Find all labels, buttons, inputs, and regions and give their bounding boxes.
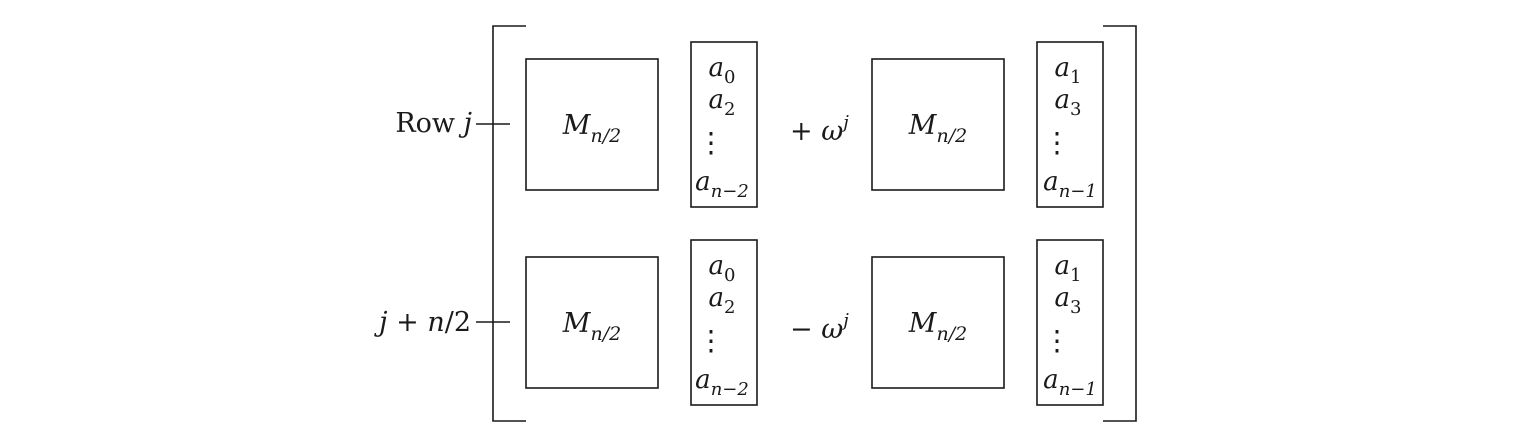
right-bracket bbox=[1103, 25, 1137, 422]
vector-entry: a2 bbox=[709, 85, 736, 120]
svg-text:Mn/2: Mn/2 bbox=[908, 308, 967, 345]
vector-vdots: ⋮ bbox=[1043, 126, 1071, 159]
vector-entry: an−2 bbox=[695, 365, 749, 400]
svg-text:Row j: Row j bbox=[395, 108, 472, 139]
matrix-block-top-right: Mn/2 bbox=[871, 58, 1005, 191]
vector-entry: an−1 bbox=[1043, 167, 1097, 202]
vector-odd-bottom: a1 a3 ⋮ an−1 bbox=[1036, 239, 1104, 406]
svg-text:Mn/2: Mn/2 bbox=[908, 110, 967, 147]
svg-text:− ωj: − ωj bbox=[790, 310, 849, 345]
svg-text:Mn/2: Mn/2 bbox=[562, 308, 621, 345]
vector-entry: a2 bbox=[709, 283, 736, 318]
vector-even-top: a0 a2 ⋮ an−2 bbox=[690, 41, 758, 208]
vector-vdots: ⋮ bbox=[697, 324, 725, 357]
vector-vdots: ⋮ bbox=[1043, 324, 1071, 357]
vector-even-bottom: a0 a2 ⋮ an−2 bbox=[690, 239, 758, 406]
svg-text:j + n/2: j + n/2 bbox=[374, 307, 471, 338]
row-label-bottom: j + n/2 bbox=[374, 307, 471, 338]
matrix-block-bottom-left: Mn/2 bbox=[525, 256, 659, 389]
vector-entry: a3 bbox=[1055, 283, 1082, 318]
vector-entry: a1 bbox=[1055, 251, 1082, 286]
left-bracket bbox=[492, 25, 526, 422]
svg-text:Mn/2: Mn/2 bbox=[562, 110, 621, 147]
vector-entry: an−1 bbox=[1043, 365, 1097, 400]
vector-vdots: ⋮ bbox=[697, 126, 725, 159]
vector-entry: an−2 bbox=[695, 167, 749, 202]
matrix-block-bottom-right: Mn/2 bbox=[871, 256, 1005, 389]
vector-entry: a1 bbox=[1055, 53, 1082, 88]
operator-minus-omega: − ωj bbox=[790, 310, 849, 345]
operator-plus-omega: + ωj bbox=[790, 112, 849, 147]
vector-entry: a3 bbox=[1055, 85, 1082, 120]
svg-text:+ ωj: + ωj bbox=[790, 112, 849, 147]
vector-entry: a0 bbox=[709, 53, 736, 88]
row-label-top: Row j bbox=[395, 108, 472, 139]
vector-entry: a0 bbox=[709, 251, 736, 286]
matrix-block-top-left: Mn/2 bbox=[525, 58, 659, 191]
vector-odd-top: a1 a3 ⋮ an−1 bbox=[1036, 41, 1104, 208]
